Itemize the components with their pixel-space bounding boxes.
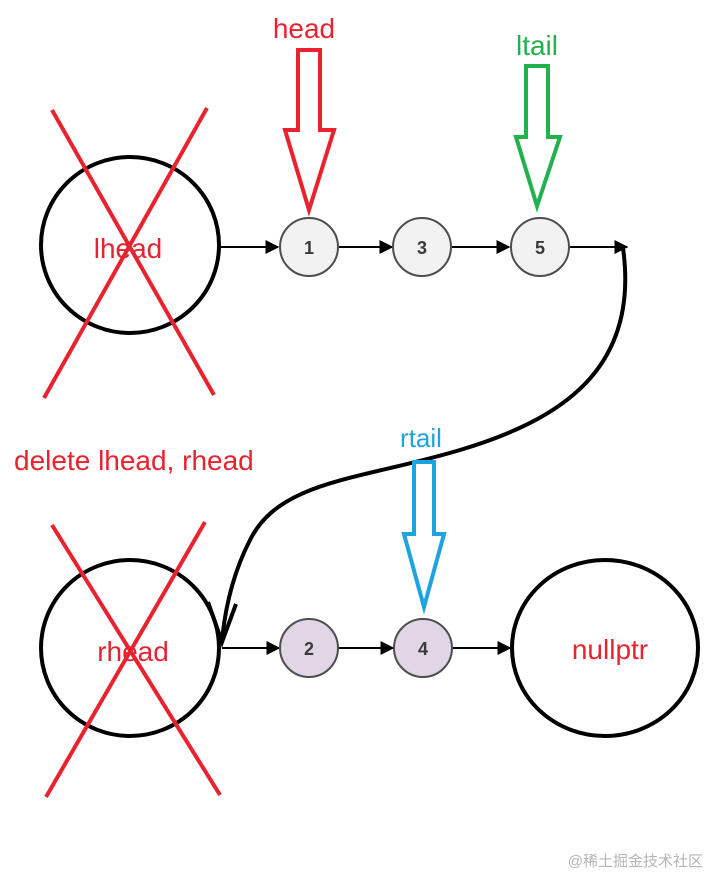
node-value: 2 [304, 639, 314, 659]
ltail-pointer-arrow [513, 64, 563, 213]
delete-note: delete lhead, rhead [14, 445, 254, 476]
list-node-2: 2 [279, 618, 339, 678]
rtail-pointer-arrow [401, 460, 447, 615]
list-node-3: 3 [392, 217, 452, 277]
node-value: 4 [418, 639, 428, 659]
rhead-dummy-node: rhead [39, 520, 222, 799]
lhead-dummy-node: lhead [39, 107, 221, 399]
node-value: 5 [535, 238, 545, 258]
link-ltail-to-rhead-next-curve [220, 247, 628, 641]
head-pointer-arrow [282, 48, 337, 217]
list-node-4: 4 [393, 618, 453, 678]
watermark-text: @稀土掘金技术社区 [568, 853, 703, 870]
nullptr-node: nullptr [510, 558, 700, 738]
ltail-label: ltail [516, 30, 558, 61]
lhead-cross-icon [42, 107, 216, 399]
rhead-cross-icon [44, 520, 222, 799]
head-label: head [273, 13, 335, 44]
nullptr-label: nullptr [572, 634, 648, 665]
list-node-1: 1 [279, 217, 339, 277]
node-value: 3 [417, 238, 427, 258]
node-value: 1 [304, 238, 314, 258]
curve-arrowhead-icon [206, 601, 238, 648]
list-node-5: 5 [510, 217, 570, 277]
rtail-label: rtail [400, 423, 442, 453]
